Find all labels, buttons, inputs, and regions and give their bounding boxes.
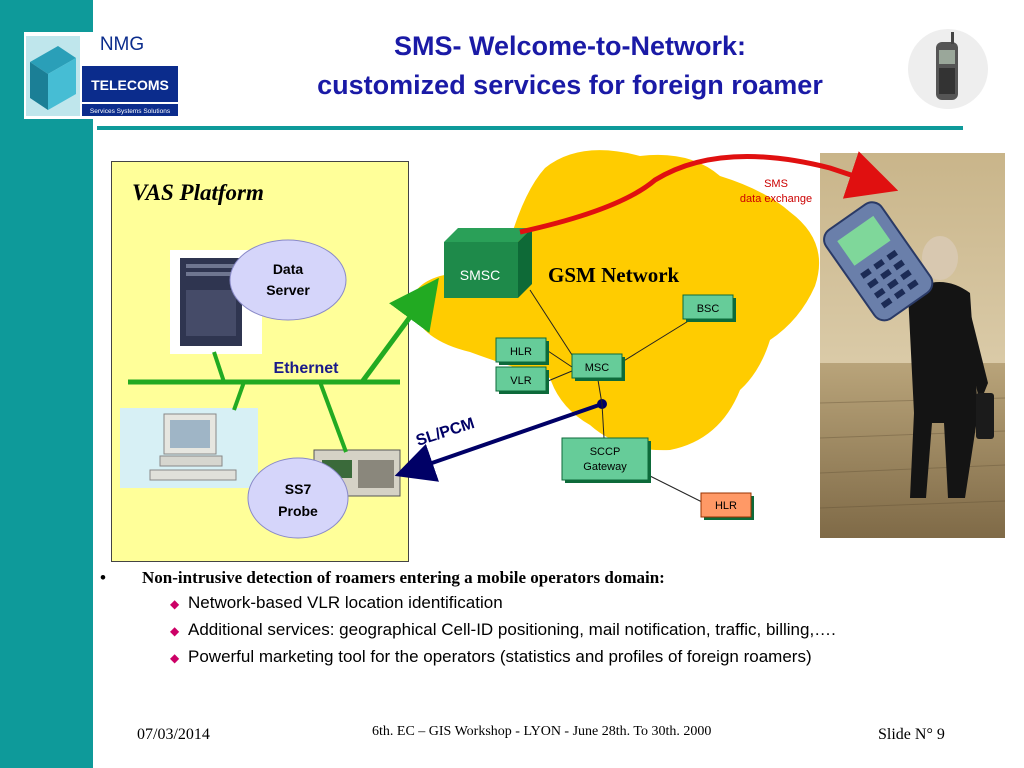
bullet-main: •Non-intrusive detection of roamers ente… xyxy=(100,568,665,587)
footer-slide-number: Slide N° 9 xyxy=(878,726,945,743)
logo-tagline: Services Systems Solutions xyxy=(90,108,171,115)
logo-text-telecoms: TELECOMS xyxy=(91,77,169,93)
ethernet-label: Ethernet xyxy=(274,360,340,377)
diamond-bullet-icon: ◆ xyxy=(170,624,180,638)
foreign-hlr-node: HLR xyxy=(700,492,754,520)
hlr-label: HLR xyxy=(510,346,532,358)
data-server-label-line1: Data xyxy=(273,261,304,277)
bsc-label: BSC xyxy=(697,303,720,315)
sms-label-line2: data exchange xyxy=(740,193,812,205)
sms-exchange-arrow xyxy=(519,151,899,235)
sms-label-line1: SMS xyxy=(764,178,788,190)
msc-node: MSC xyxy=(571,353,625,381)
handset-image xyxy=(823,201,934,322)
nmg-telecoms-logo: NMG TELECOMS Services Systems Solutions xyxy=(24,32,182,119)
bullet-sub-3-text: Powerful marketing tool for the operator… xyxy=(188,647,812,666)
data-server-bubble: Data Server xyxy=(229,239,347,321)
msc-label: MSC xyxy=(585,362,610,374)
workstation-image xyxy=(120,408,258,488)
bullet-sub-2: ◆ Additional services: geographical Cell-… xyxy=(100,619,1000,642)
bullet-sub-2-text: Additional services: geographical Cell-I… xyxy=(188,620,836,639)
bullet-sub-1: ◆ Network-based VLR location identificati… xyxy=(100,592,1000,615)
smsc-node: SMSC xyxy=(444,228,532,298)
vlr-label: VLR xyxy=(510,375,531,387)
diamond-bullet-icon: ◆ xyxy=(170,651,180,665)
bullet-list: •Non-intrusive detection of roamers ente… xyxy=(100,568,1000,669)
hlr-node: HLR xyxy=(495,337,549,365)
sccp-label-line2: Gateway xyxy=(583,461,627,473)
sccp-gateway-node: SCCP Gateway xyxy=(561,437,651,483)
ss7-probe-bubble: SS7 Probe xyxy=(247,457,349,539)
footer-date: 07/03/2014 xyxy=(137,726,210,743)
bullet-sub-1-text: Network-based VLR location identificatio… xyxy=(188,593,503,612)
foreign-hlr-label: HLR xyxy=(715,500,737,512)
left-teal-bar xyxy=(0,0,93,768)
sl-pcm-link xyxy=(394,402,603,482)
gsm-network-label: GSM Network xyxy=(548,263,680,287)
bsc-node: BSC xyxy=(682,294,736,322)
vas-to-smsc-arrow xyxy=(359,277,439,384)
vas-platform-title: VAS Platform xyxy=(132,180,264,205)
roamer-photo xyxy=(820,153,1005,538)
ss7-label-line2: Probe xyxy=(278,503,318,519)
footer-event: 6th. EC – GIS Workshop - LYON - June 28t… xyxy=(372,724,712,739)
bullet-sub-3: ◆ Powerful marketing tool for the operato… xyxy=(100,646,1000,669)
diamond-bullet-icon: ◆ xyxy=(170,597,180,611)
title-rule xyxy=(97,126,963,130)
gsm-network-cloud xyxy=(411,150,820,451)
slide-title-line1: SMS- Welcome-to-Network: xyxy=(393,31,747,61)
vlr-node: VLR xyxy=(495,366,549,394)
data-server-label-line2: Server xyxy=(266,282,310,298)
smsc-label: SMSC xyxy=(460,267,500,283)
logo-text-nmg: NMG xyxy=(100,34,144,55)
sccp-label-line1: SCCP xyxy=(590,446,621,458)
sl-pcm-label: SL/PCM xyxy=(414,415,477,450)
mobile-phone-icon xyxy=(908,29,988,109)
ss7-label-line1: SS7 xyxy=(285,481,312,497)
bullet-main-text: Non-intrusive detection of roamers enter… xyxy=(142,568,665,587)
slide-title-line2: customized services for foreign roamer xyxy=(317,70,823,100)
